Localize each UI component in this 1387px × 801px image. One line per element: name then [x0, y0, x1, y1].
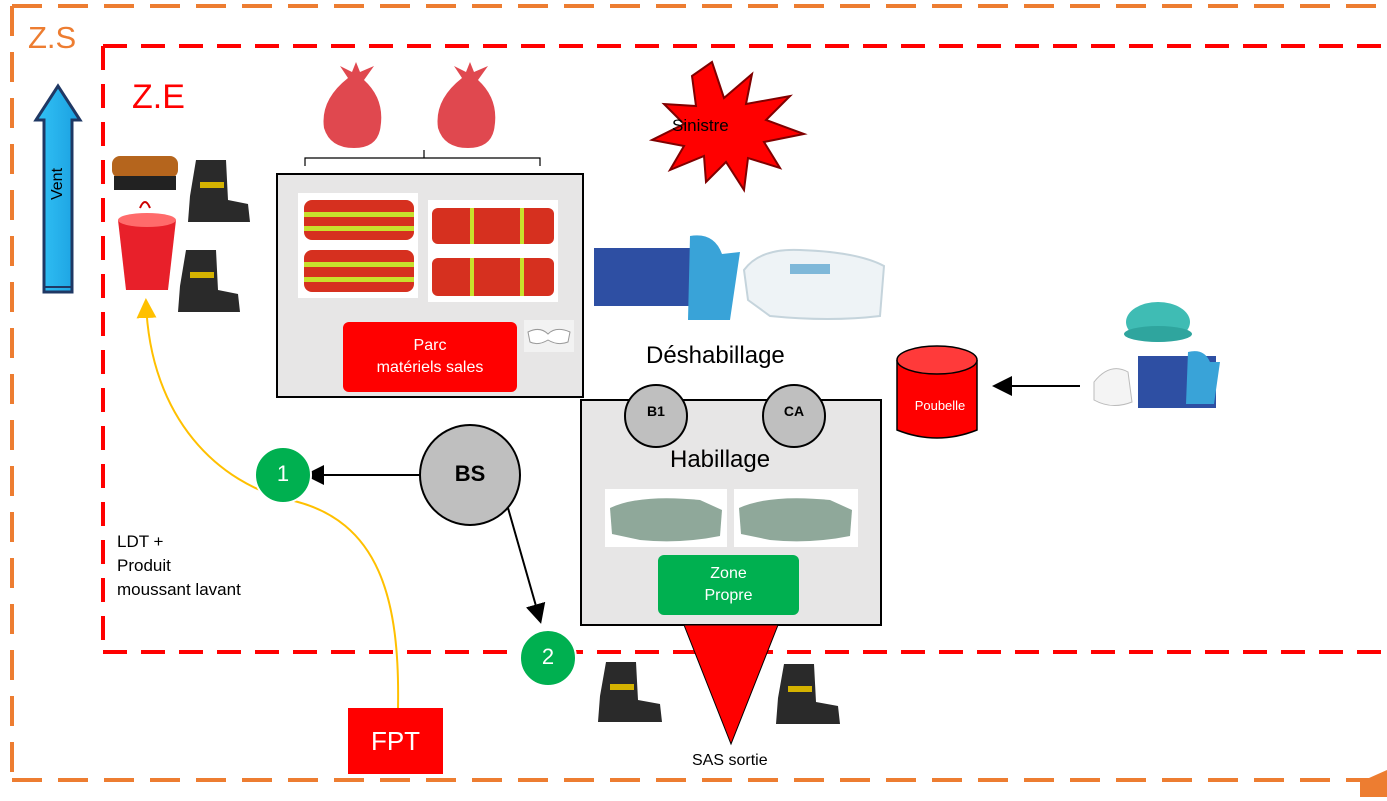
brush-icon: [112, 156, 178, 190]
wipes-icon: [742, 248, 886, 320]
washing-line2: Produit: [117, 556, 171, 575]
bs-label: BS: [454, 461, 486, 486]
boot-icon: [178, 250, 240, 312]
dirty-park-line2: matériels sales: [376, 359, 484, 376]
suit-icon-trousers: [432, 208, 554, 296]
dirty-park-line1: Parc: [413, 337, 447, 354]
exit-label: SAS sortie: [692, 752, 768, 769]
wind-arrow: [33, 83, 83, 294]
bag-icon: [323, 62, 382, 148]
ca-circle: [762, 384, 826, 448]
boot-icon: [776, 664, 840, 724]
b1-circle: [624, 384, 688, 448]
cap-icon: [1124, 302, 1192, 342]
step1-circle: [254, 446, 312, 504]
b1-label: B1: [647, 403, 665, 419]
incident-label: Sinistre: [672, 116, 729, 135]
undressing-label: Déshabillage: [646, 342, 785, 369]
suit-icon-jacket: [304, 200, 414, 292]
boot-icon: [598, 662, 662, 722]
vehicle-label: FPT: [348, 708, 443, 774]
bin-label: Poubelle: [914, 398, 966, 413]
washing-line1: LDT +: [117, 532, 164, 551]
bag-brace: [304, 150, 541, 166]
exit-triangle: [683, 624, 779, 746]
coverall-icon: [605, 489, 727, 547]
glasses-icon: [524, 320, 574, 352]
clean-zone-line2: Propre: [704, 587, 753, 604]
zs-label: Z.S: [28, 20, 77, 55]
ze-label: Z.E: [132, 78, 185, 116]
bucket-icon: [118, 201, 176, 290]
mask-icon: [1093, 368, 1133, 406]
step2-circle: [519, 629, 577, 687]
glove-box-icon: [594, 235, 740, 322]
zs-boundary: [10, 4, 1387, 782]
wind-label: Vent: [49, 167, 66, 201]
step2-label: 2: [541, 644, 555, 669]
bs-to-step2-arrow: [507, 507, 546, 624]
coverall-icon: [734, 489, 858, 547]
clean-zone-label: Zone Propre: [658, 555, 799, 615]
ca-label: CA: [783, 403, 805, 419]
corner-marker: [1360, 770, 1387, 797]
step1-label: 1: [276, 461, 290, 486]
washing-note: LDT + Produit moussant lavant: [117, 530, 317, 602]
washing-line3: moussant lavant: [117, 580, 241, 599]
ze-boundary: [101, 44, 1387, 654]
incident-burst: [648, 60, 808, 193]
bag-icon: [437, 62, 496, 148]
glove-box-icon: [1138, 351, 1220, 408]
boot-icon: [188, 160, 250, 222]
clean-zone-line1: Zone: [710, 565, 747, 582]
bin-icon: [896, 345, 978, 439]
dirty-park-label: Parc matériels sales: [343, 322, 517, 392]
dressing-label: Habillage: [670, 446, 771, 473]
